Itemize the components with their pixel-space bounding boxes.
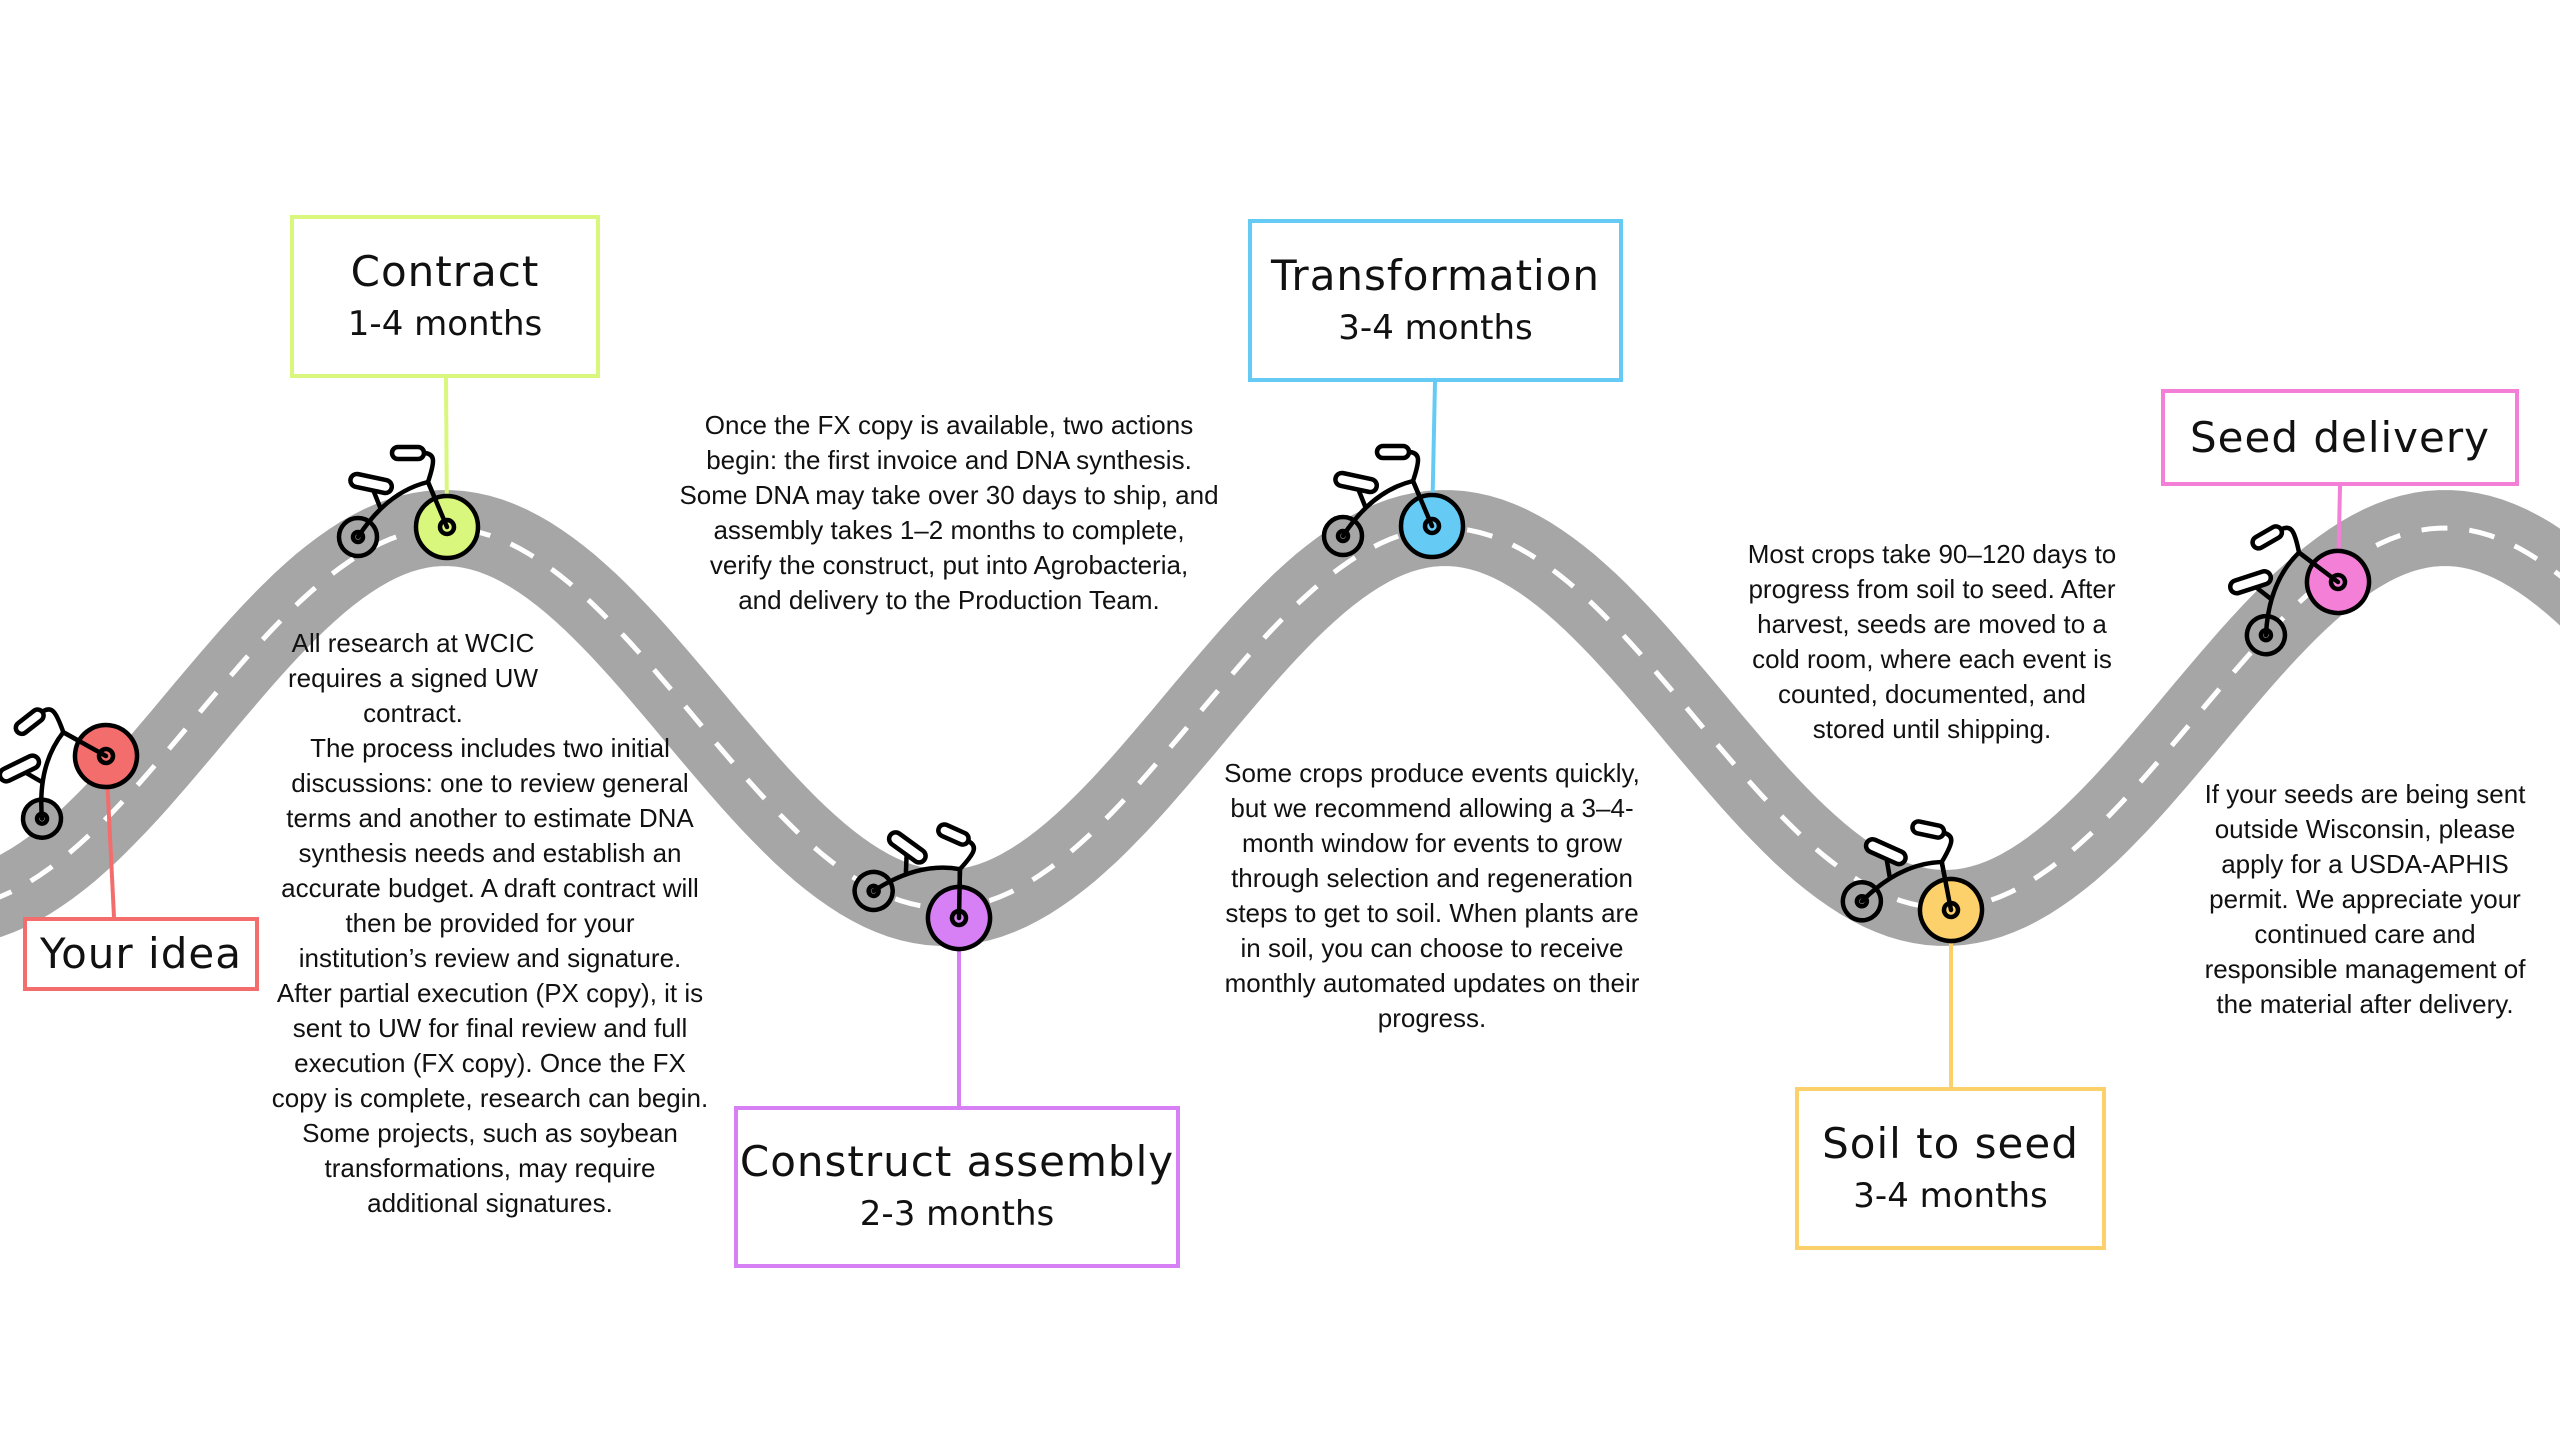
stage-duration: 3-4 months xyxy=(1338,307,1533,348)
stage-title: Seed delivery xyxy=(2189,412,2490,462)
stage-title: Your idea xyxy=(40,929,242,978)
text-line: Some crops produce events quickly, xyxy=(1224,758,1640,788)
stage-box-seed: Seed delivery xyxy=(2161,389,2519,486)
text-line: contract. xyxy=(363,698,463,728)
text-line: The process includes two initial xyxy=(310,733,670,763)
text-line: permit. We appreciate your xyxy=(2209,884,2521,914)
text-line: execution (FX copy). Once the FX xyxy=(294,1048,686,1078)
bicycle-icon-contract xyxy=(336,444,481,561)
text-line: accurate budget. A draft contract will xyxy=(281,873,699,903)
text-line: requires a signed UW xyxy=(288,663,538,693)
stage-title: Contract xyxy=(350,246,540,296)
road-center-dashes xyxy=(0,525,2560,911)
stage-box-construct: Construct assembly 2-3 months xyxy=(734,1106,1180,1268)
text-line: counted, documented, and xyxy=(1778,679,2086,709)
text-line: responsible management of xyxy=(2204,954,2526,984)
text-line: Some DNA may take over 30 days to ship, … xyxy=(679,480,1219,510)
stage-duration: 2-3 months xyxy=(859,1194,1055,1234)
text-line: additional signatures. xyxy=(367,1188,613,1218)
text-line: the material after delivery. xyxy=(2216,989,2514,1019)
text-line: monthly automated updates on their xyxy=(1224,968,1640,998)
text-line: discussions: one to review general xyxy=(291,768,689,798)
text-line: Some projects, such as soybean xyxy=(302,1118,678,1148)
bicycle-icon-soil xyxy=(1840,819,1985,944)
stage-title: Construct assembly xyxy=(739,1137,1175,1186)
seed-description: If your seeds are being sent outside Wisc… xyxy=(2205,777,2526,1022)
contract-description: The process includes two initial discussi… xyxy=(272,731,708,1221)
text-line: Most crops take 90–120 days to xyxy=(1747,539,2117,569)
bicycle-icon-seed xyxy=(2227,524,2372,657)
stage-box-transformation: Transformation 3-4 months xyxy=(1248,219,1623,382)
text-line: After partial execution (PX copy), it is xyxy=(276,978,704,1008)
bicycle-icon-idea xyxy=(0,707,140,840)
text-line: institution’s review and signature. xyxy=(298,943,682,973)
stage-duration: 3-4 months xyxy=(1853,1175,2048,1216)
transformation-description: Some crops produce events quickly, but we… xyxy=(1224,756,1640,1036)
stage-box-soil: Soil to seed 3-4 months xyxy=(1795,1087,2106,1250)
contract-intro-text: All research at WCIC requires a signed UW… xyxy=(288,626,538,731)
text-line: month window for events to grow xyxy=(1241,828,1623,858)
bicycle-icon-construct xyxy=(852,822,993,952)
text-line: harvest, seeds are moved to a xyxy=(1757,609,2107,639)
text-line: cold room, where each event is xyxy=(1752,644,2112,674)
stage-duration: 1-4 months xyxy=(347,303,543,344)
text-line: steps to get to soil. When plants are xyxy=(1225,898,1639,928)
text-line: and delivery to the Production Team. xyxy=(738,585,1160,615)
text-line: transformations, may require xyxy=(324,1153,656,1183)
soil-description: Most crops take 90–120 days to progress f… xyxy=(1748,537,2117,747)
stage-title: Transformation xyxy=(1270,250,1601,300)
text-line: sent to UW for final review and full xyxy=(292,1013,688,1043)
text-line: outside Wisconsin, please xyxy=(2214,814,2516,844)
text-line: assembly takes 1–2 months to complete, xyxy=(713,515,1185,545)
text-line: then be provided for your xyxy=(345,908,635,938)
text-line: through selection and regeneration xyxy=(1231,863,1633,893)
text-line: terms and another to estimate DNA xyxy=(286,803,694,833)
text-line: If your seeds are being sent xyxy=(2204,779,2526,809)
text-line: progress from soil to seed. After xyxy=(1748,574,2116,604)
text-line: apply for a USDA-APHIS xyxy=(2221,849,2509,879)
text-line: continued care and xyxy=(2254,919,2476,949)
text-line: but we recommend allowing a 3–4- xyxy=(1230,793,1634,823)
stage-title: Soil to seed xyxy=(1822,1118,2079,1168)
text-line: copy is complete, research can begin. xyxy=(271,1083,709,1113)
text-line: synthesis needs and establish an xyxy=(298,838,682,868)
stage-box-idea: Your idea xyxy=(23,917,259,991)
stage-box-contract: Contract 1-4 months xyxy=(290,215,600,378)
text-line: verify the construct, put into Agrobacte… xyxy=(709,550,1189,580)
text-line: begin: the first invoice and DNA synthes… xyxy=(706,445,1192,475)
bicycle-icon-transformation xyxy=(1321,443,1466,560)
text-line: in soil, you can choose to receive xyxy=(1240,933,1624,963)
construct-description: Once the FX copy is available, two actio… xyxy=(679,408,1218,618)
text-line: Once the FX copy is available, two actio… xyxy=(704,410,1194,440)
text-line: progress. xyxy=(1377,1003,1487,1033)
text-line: stored until shipping. xyxy=(1812,714,2052,744)
text-line: All research at WCIC xyxy=(291,628,535,658)
